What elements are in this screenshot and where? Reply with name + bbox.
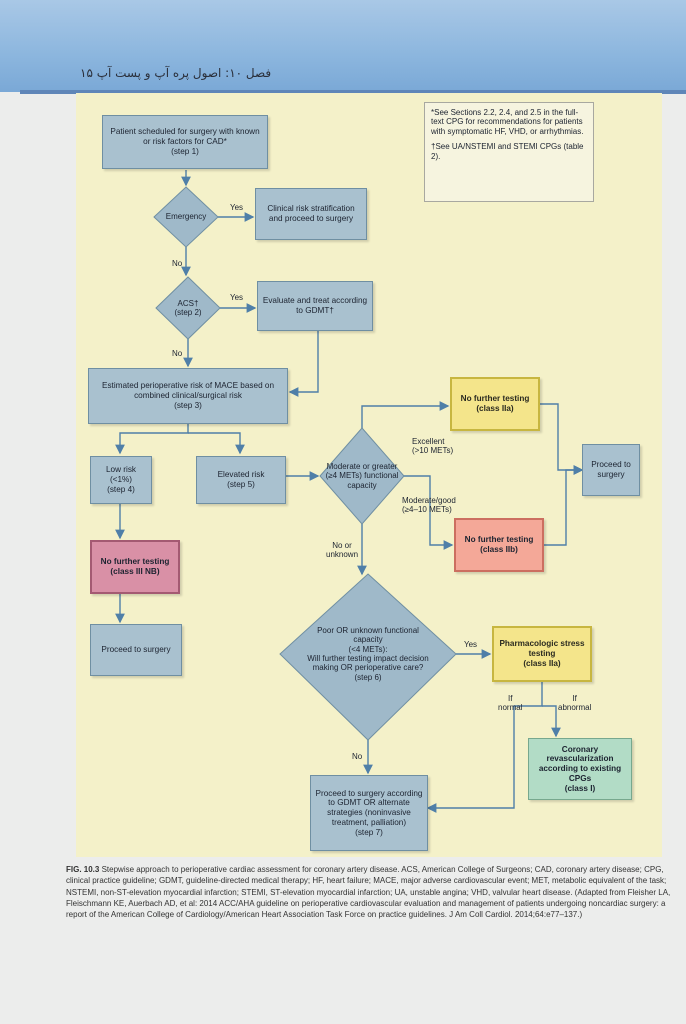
if-abnormal-label: If abnormal: [558, 694, 592, 713]
low-risk-box: Low risk (<1%) (step 4): [90, 456, 152, 504]
footnote-box: *See Sections 2.2, 2.4, and 2.5 in the f…: [424, 102, 594, 202]
moderate-good-label: Moderate/good (≥4–10 METs): [402, 496, 456, 515]
no-further-testing-class-2a: No further testing (class IIa): [450, 377, 540, 431]
figure-caption: FIG. 10.3 Stepwise approach to periopera…: [66, 864, 676, 921]
yes-label-2: Yes: [230, 293, 244, 302]
excellent-label: Excellent (>10 METs): [412, 437, 454, 456]
proceed-to-surgery-left: Proceed to surgery: [90, 624, 182, 676]
no-unknown-label: No or unknown: [326, 541, 359, 560]
step3-box: Estimated perioperative risk of MACE bas…: [88, 368, 288, 424]
proceed-to-surgery-right: Proceed to surgery: [582, 444, 640, 496]
figure-caption-text: Stepwise approach to perioperative cardi…: [66, 865, 671, 920]
if-normal-label: If normal: [498, 694, 523, 713]
yes-label-1: Yes: [230, 203, 244, 212]
page-header: فصل ۱۰: اصول پره آپ و پست آپ ۱۵: [80, 66, 272, 80]
acs-label: ACS† (step 2): [174, 298, 202, 317]
no-further-testing-class-3: No further testing (class III NB): [90, 540, 180, 594]
no-label-1: No: [172, 259, 183, 268]
moderate-label: Moderate or greater (≥4 METs) functional…: [325, 461, 399, 490]
coronary-revascularization-box: Coronary revascularization according to …: [528, 738, 632, 800]
clinical-risk-box: Clinical risk stratification and proceed…: [255, 188, 367, 240]
evaluate-box: Evaluate and treat according to GDMT†: [257, 281, 373, 331]
elevated-risk-box: Elevated risk (step 5): [196, 456, 286, 504]
footnote-line-2: †See UA/NSTEMI and STEMI CPGs (table 2).: [431, 142, 584, 161]
step6-label: Poor OR unknown functional capacity (<4 …: [307, 625, 429, 682]
yes-label-3: Yes: [464, 640, 478, 649]
no-label-2: No: [172, 349, 183, 358]
footnote-line-1: *See Sections 2.2, 2.4, and 2.5 in the f…: [431, 108, 584, 136]
no-further-testing-class-2b: No further testing (class IIb): [454, 518, 544, 572]
no-label-3: No: [352, 752, 363, 761]
emergency-label: Emergency: [165, 212, 207, 222]
step7-box: Proceed to surgery according to GDMT OR …: [310, 775, 428, 851]
page-top-band: [0, 0, 686, 92]
step1-box: Patient scheduled for surgery with known…: [102, 115, 268, 169]
header-rule: [20, 90, 686, 94]
figure-number: FIG. 10.3: [66, 865, 100, 874]
pharmacologic-stress-box: Pharmacologic stress testing (class IIa): [492, 626, 592, 682]
